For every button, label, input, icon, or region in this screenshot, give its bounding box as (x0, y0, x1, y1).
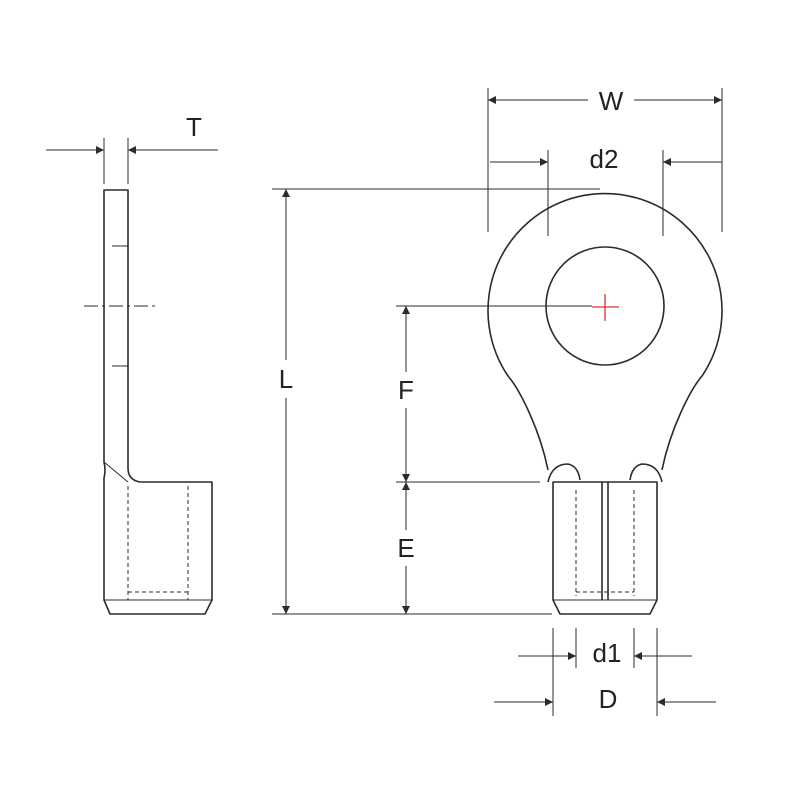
dimension-l: L (272, 188, 600, 615)
ring-terminal-outline (487, 192, 723, 471)
side-view-outline (103, 189, 213, 615)
front-view (487, 192, 723, 615)
barrel-outline (552, 481, 658, 615)
dimension-d: D (494, 628, 716, 716)
dimension-f-label: F (398, 375, 414, 405)
dimension-d2-label: d2 (590, 144, 619, 174)
dimension-d1-label: d1 (593, 638, 622, 668)
neck-left-curve (547, 463, 581, 483)
dimension-d1: d1 (518, 628, 692, 668)
side-view (84, 189, 213, 615)
dimension-d2: d2 (490, 144, 722, 236)
dimension-t-label: T (186, 112, 202, 142)
side-view-bend-line (103, 461, 129, 483)
dimension-f: F (396, 305, 592, 483)
dimension-l-label: L (279, 364, 293, 394)
neck-right-curve (629, 463, 663, 483)
dimension-d-label: D (599, 684, 618, 714)
dimension-w: W (487, 86, 723, 232)
dimension-t: T (46, 112, 218, 184)
dimension-w-label: W (599, 86, 624, 116)
dimension-e: E (397, 482, 415, 614)
dimension-e-label: E (397, 533, 414, 563)
